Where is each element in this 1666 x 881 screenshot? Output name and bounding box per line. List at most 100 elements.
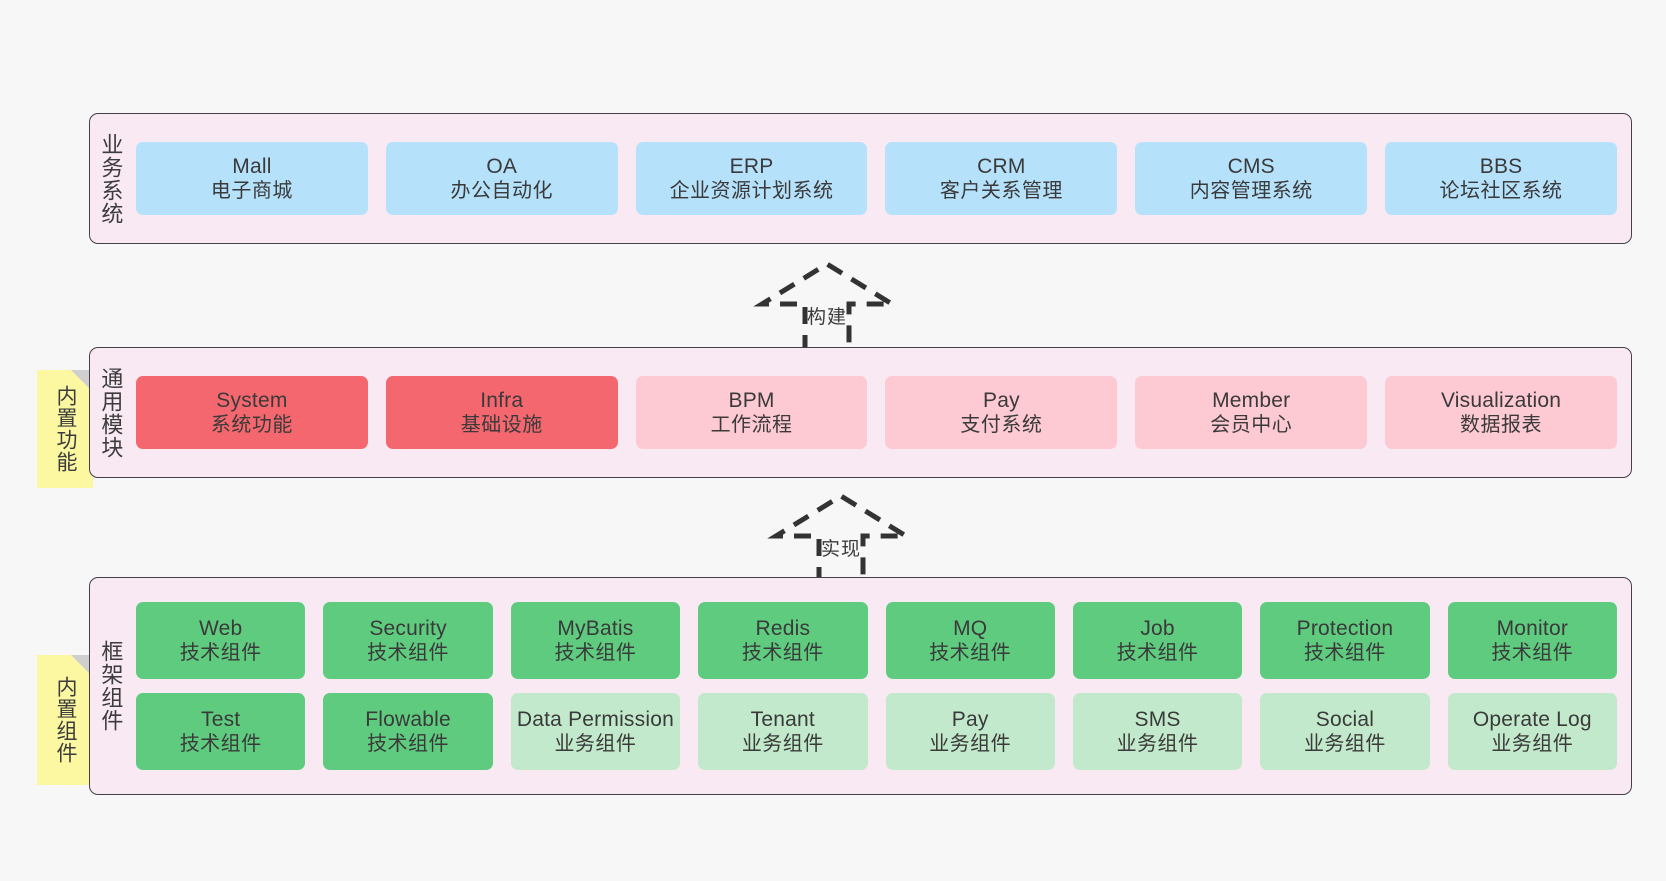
module-card-mq[interactable]: MQ 技术组件 — [885, 602, 1055, 679]
module-name: MyBatis — [557, 616, 634, 640]
module-name: SMS — [1134, 707, 1181, 731]
module-card-flowable[interactable]: Flowable 技术组件 — [323, 693, 493, 770]
module-subtitle: 技术组件 — [179, 733, 262, 756]
module-subtitle: 技术组件 — [929, 642, 1012, 665]
note-builtin-components: 内置组件 — [37, 655, 93, 785]
tier-row: Test 技术组件 Flowable 技术组件 Data Permission … — [136, 693, 1617, 770]
module-card-protection[interactable]: Protection 技术组件 — [1260, 602, 1430, 679]
note-builtin-features: 内置功能 — [37, 370, 93, 488]
module-name: Social — [1315, 707, 1375, 731]
tier-label-framework-components: 框架组件 — [98, 640, 124, 732]
module-subtitle: 技术组件 — [741, 642, 824, 665]
module-card-mybatis[interactable]: MyBatis 技术组件 — [510, 602, 681, 679]
module-card-pay[interactable]: Pay 支付系统 — [885, 376, 1118, 449]
module-card-social[interactable]: Social 业务组件 — [1260, 693, 1430, 770]
tier-label-common-modules: 通用模块 — [98, 366, 124, 459]
module-card-web[interactable]: Web 技术组件 — [136, 602, 306, 679]
tier-body-framework-components: Web 技术组件 Security 技术组件 MyBatis 技术组件 Redi… — [130, 578, 1631, 794]
connector-build-arrow-icon: 构建 — [752, 260, 902, 352]
module-name: OA — [486, 154, 518, 178]
tier-common-modules: 通用模块 System 系统功能 Infra 基础设施 BPM 工作流程 Pay… — [89, 347, 1632, 478]
module-subtitle: 业务组件 — [1116, 733, 1199, 756]
tier-body-business-system: Mall 电子商城 OA 办公自动化 ERP 企业资源计划系统 CRM 客户关系… — [130, 114, 1631, 243]
module-name: Redis — [755, 616, 811, 640]
module-card-system[interactable]: System 系统功能 — [136, 376, 368, 449]
module-name: Infra — [480, 388, 524, 412]
tier-label-business-system: 业务系统 — [98, 132, 124, 225]
module-subtitle: 工作流程 — [710, 414, 793, 437]
module-subtitle: 技术组件 — [1491, 642, 1574, 665]
module-card-crm[interactable]: CRM 客户关系管理 — [885, 142, 1118, 215]
module-name: BBS — [1479, 154, 1523, 178]
module-card-erp[interactable]: ERP 企业资源计划系统 — [635, 142, 868, 215]
module-subtitle: 技术组件 — [367, 642, 450, 665]
module-name: Test — [201, 707, 241, 731]
module-name: Operate Log — [1472, 707, 1592, 731]
module-name: Pay — [951, 707, 989, 731]
tier-row: Web 技术组件 Security 技术组件 MyBatis 技术组件 Redi… — [136, 602, 1617, 679]
module-card-oa[interactable]: OA 办公自动化 — [385, 142, 618, 215]
module-subtitle: 系统功能 — [210, 414, 293, 437]
module-card-tenant[interactable]: Tenant 业务组件 — [698, 693, 868, 770]
module-name: Visualization — [1440, 388, 1562, 412]
module-card-test[interactable]: Test 技术组件 — [136, 693, 306, 770]
module-subtitle: 业务组件 — [1303, 733, 1386, 756]
module-subtitle: 业务组件 — [741, 733, 824, 756]
module-name: BPM — [728, 388, 775, 412]
module-name: CRM — [977, 154, 1026, 178]
module-card-operate-log[interactable]: Operate Log 业务组件 — [1447, 693, 1617, 770]
module-card-pay-business[interactable]: Pay 业务组件 — [885, 693, 1055, 770]
module-name: Data Permission — [516, 707, 674, 731]
module-card-infra[interactable]: Infra 基础设施 — [385, 376, 618, 449]
module-name: Flowable — [365, 707, 451, 731]
module-name: Pay — [983, 388, 1020, 412]
tier-business-system: 业务系统 Mall 电子商城 OA 办公自动化 ERP 企业资源计划系统 CRM… — [89, 113, 1632, 244]
tier-row: System 系统功能 Infra 基础设施 BPM 工作流程 Pay 支付系统… — [136, 376, 1617, 449]
module-subtitle: 客户关系管理 — [939, 180, 1063, 203]
module-subtitle: 论坛社区系统 — [1439, 180, 1563, 203]
note-label: 内置功能 — [53, 385, 77, 473]
tier-row: Mall 电子商城 OA 办公自动化 ERP 企业资源计划系统 CRM 客户关系… — [136, 142, 1617, 215]
module-subtitle: 技术组件 — [367, 733, 450, 756]
module-card-visualization[interactable]: Visualization 数据报表 — [1385, 376, 1617, 449]
module-card-redis[interactable]: Redis 技术组件 — [698, 602, 868, 679]
module-subtitle: 技术组件 — [1116, 642, 1199, 665]
module-card-cms[interactable]: CMS 内容管理系统 — [1135, 142, 1368, 215]
module-subtitle: 业务组件 — [929, 733, 1012, 756]
module-name: MQ — [953, 616, 988, 640]
connector-implement-arrow-icon: 实现 — [766, 492, 916, 584]
module-subtitle: 数据报表 — [1460, 414, 1543, 437]
module-subtitle: 基础设施 — [460, 414, 543, 437]
module-name: Job — [1140, 616, 1175, 640]
module-card-monitor[interactable]: Monitor 技术组件 — [1447, 602, 1617, 679]
connector-build-label: 构建 — [806, 307, 847, 328]
module-subtitle: 电子商城 — [210, 180, 293, 203]
connector-implement-label: 实现 — [820, 539, 861, 560]
module-name: Monitor — [1496, 616, 1569, 640]
module-card-sms[interactable]: SMS 业务组件 — [1072, 693, 1243, 770]
module-card-bbs[interactable]: BBS 论坛社区系统 — [1385, 142, 1617, 215]
module-subtitle: 技术组件 — [179, 642, 262, 665]
module-name: Web — [198, 616, 243, 640]
module-card-member[interactable]: Member 会员中心 — [1135, 376, 1368, 449]
module-subtitle: 业务组件 — [1491, 733, 1574, 756]
module-subtitle: 支付系统 — [960, 414, 1043, 437]
module-card-bpm[interactable]: BPM 工作流程 — [635, 376, 868, 449]
note-fold-corner-icon — [71, 370, 93, 392]
module-card-job[interactable]: Job 技术组件 — [1072, 602, 1243, 679]
module-subtitle: 业务组件 — [554, 733, 637, 756]
module-card-security[interactable]: Security 技术组件 — [323, 602, 493, 679]
module-name: CMS — [1227, 154, 1275, 178]
module-subtitle: 办公自动化 — [450, 180, 553, 203]
module-card-data-permission[interactable]: Data Permission 业务组件 — [510, 693, 681, 770]
module-name: Member — [1212, 388, 1291, 412]
note-label: 内置组件 — [53, 676, 77, 764]
module-name: Protection — [1296, 616, 1394, 640]
note-fold-corner-icon — [71, 655, 93, 677]
module-name: ERP — [729, 154, 774, 178]
module-name: Security — [369, 616, 447, 640]
module-card-mall[interactable]: Mall 电子商城 — [136, 142, 368, 215]
module-subtitle: 技术组件 — [1303, 642, 1386, 665]
module-name: Tenant — [750, 707, 815, 731]
